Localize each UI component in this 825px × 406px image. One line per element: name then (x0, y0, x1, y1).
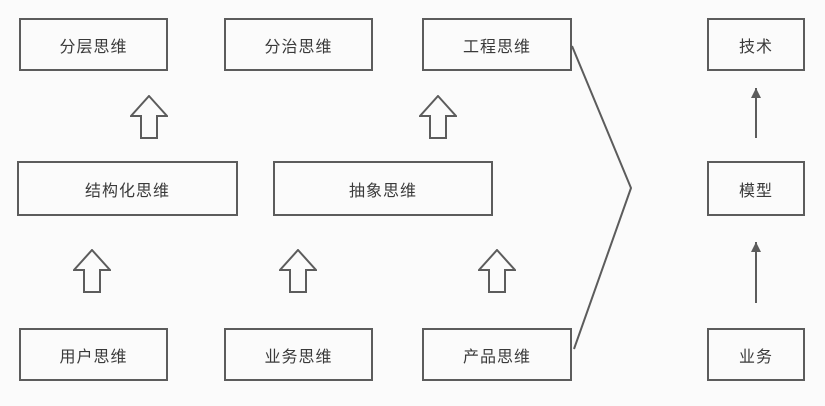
box-model: 模型 (707, 161, 805, 216)
box-layered-thinking-label: 分层思维 (59, 38, 128, 56)
hollow-up-arrow-structured-to-layered (130, 95, 168, 139)
box-product-thinking: 产品思维 (422, 328, 572, 381)
box-model-label: 模型 (738, 182, 773, 200)
hollow-up-arrow-product-to-abstract (478, 249, 516, 293)
hollow-up-arrow-user-to-structured (73, 249, 111, 293)
box-user-thinking: 用户思维 (19, 328, 168, 381)
box-abstract-thinking-label: 抽象思维 (348, 182, 417, 200)
hollow-up-arrow-abstract-to-engineering (419, 95, 457, 139)
chevron-merge-connector (571, 45, 633, 350)
box-abstract-thinking: 抽象思维 (273, 161, 493, 216)
box-business-thinking-label: 业务思维 (264, 348, 333, 366)
box-user-thinking-label: 用户思维 (59, 348, 128, 366)
box-business: 业务 (707, 328, 805, 381)
box-business-label: 业务 (738, 348, 773, 366)
hollow-up-arrow-business-to-structured (279, 249, 317, 293)
box-product-thinking-label: 产品思维 (462, 348, 531, 366)
box-structured-thinking: 结构化思维 (17, 161, 238, 216)
box-engineering-thinking-label: 工程思维 (462, 38, 531, 56)
box-divide-conquer-thinking-label: 分治思维 (264, 38, 333, 56)
box-layered-thinking: 分层思维 (19, 18, 168, 71)
box-technology: 技术 (707, 18, 805, 71)
box-business-thinking: 业务思维 (224, 328, 373, 381)
box-engineering-thinking: 工程思维 (422, 18, 572, 71)
box-divide-conquer-thinking: 分治思维 (224, 18, 373, 71)
box-structured-thinking-label: 结构化思维 (84, 182, 170, 200)
box-technology-label: 技术 (738, 38, 773, 56)
